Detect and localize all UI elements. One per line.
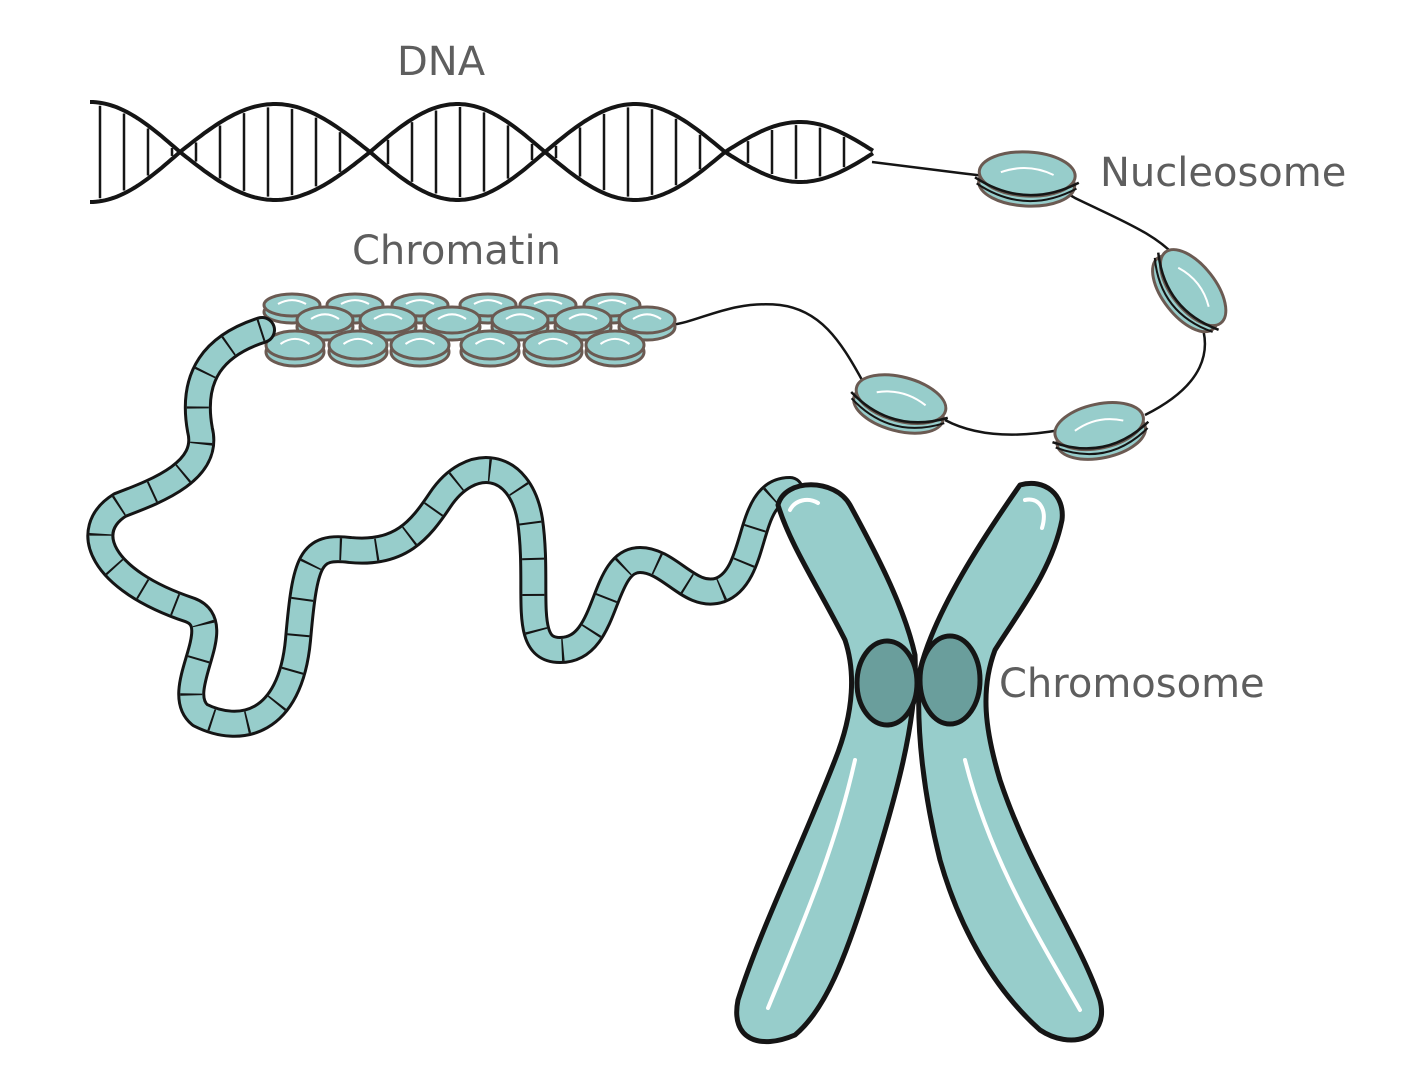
dna-strand-top	[90, 100, 875, 202]
dna-wrap	[1052, 420, 1150, 450]
chromosome-label: Chromosome	[999, 661, 1265, 707]
packed-nucleosome	[327, 329, 389, 368]
histone-highlight	[340, 299, 370, 305]
centromere-left	[854, 638, 920, 728]
dna-wrap	[976, 182, 1077, 203]
dna-wrap	[850, 391, 949, 424]
dna-wrap	[974, 176, 1080, 197]
histone-core-top	[358, 305, 418, 335]
chromatid-left	[734, 482, 918, 1045]
histone-highlight	[876, 390, 927, 407]
chromatid-highlight	[766, 497, 857, 1010]
histone-core-top	[584, 329, 646, 361]
histone-core-top	[422, 305, 482, 335]
nucleosome-group	[850, 150, 1228, 461]
histone-core-top	[553, 305, 613, 335]
dna-double-helix	[90, 100, 875, 204]
nucleosome	[850, 373, 949, 435]
histone-highlight	[405, 299, 435, 305]
coiled-chromatin	[86, 316, 804, 738]
histone-highlight	[632, 313, 662, 320]
histone-highlight	[505, 313, 535, 320]
histone-highlight	[473, 299, 503, 305]
packed-nucleosome	[295, 305, 355, 342]
histone-core-top	[295, 305, 355, 335]
packed-nucleosome	[584, 329, 646, 368]
histone-highlight	[404, 337, 436, 345]
histone-highlight	[599, 337, 631, 345]
histone-core-top	[617, 305, 677, 335]
centromere-right	[917, 633, 983, 727]
packed-nucleosome	[389, 329, 451, 368]
coil-fill	[89, 319, 801, 735]
histone-highlight	[474, 337, 506, 345]
packed-nucleosome	[422, 305, 482, 342]
histone-highlight	[597, 299, 627, 305]
histone-highlight	[568, 313, 598, 320]
chromatin-label: Chromatin	[352, 228, 561, 274]
histone-highlight	[373, 313, 403, 320]
dna-strand-bottom	[90, 102, 875, 204]
nucleosome	[1052, 401, 1150, 461]
histone-core-top	[522, 329, 584, 361]
dna-wrap	[1157, 252, 1220, 332]
dna-base-pairs	[98, 105, 846, 199]
dna-wrap	[1055, 427, 1149, 456]
nucleosome	[974, 150, 1080, 208]
dna-label: DNA	[397, 39, 486, 85]
histone-highlight	[279, 337, 311, 345]
histone-highlight	[1000, 167, 1055, 176]
histone-highlight	[277, 299, 307, 305]
histone-core-top	[490, 305, 550, 335]
dna-wrap	[850, 397, 945, 429]
chromatid-right	[916, 481, 1105, 1043]
histone-core-top	[389, 329, 451, 361]
histone-highlight	[437, 313, 467, 320]
histone-highlight	[1177, 266, 1210, 308]
histone-core-top	[459, 329, 521, 361]
histone-highlight	[533, 299, 563, 305]
chromosome	[734, 481, 1105, 1045]
dna-wrap	[1153, 257, 1213, 333]
nucleosome-label: Nucleosome	[1100, 150, 1347, 196]
histone-highlight	[342, 337, 374, 345]
nucleosome	[1151, 248, 1228, 334]
histone-highlight	[537, 337, 569, 345]
histone-core-top	[327, 329, 389, 361]
packed-nucleosome	[522, 329, 584, 368]
chromatid-highlight	[963, 497, 1082, 1012]
chromatin-fiber	[262, 292, 677, 368]
packed-nucleosome	[459, 329, 521, 368]
histone-highlight	[310, 313, 340, 320]
histone-highlight	[1074, 418, 1124, 432]
packed-nucleosome	[264, 329, 326, 368]
histone-core-top	[264, 329, 326, 361]
